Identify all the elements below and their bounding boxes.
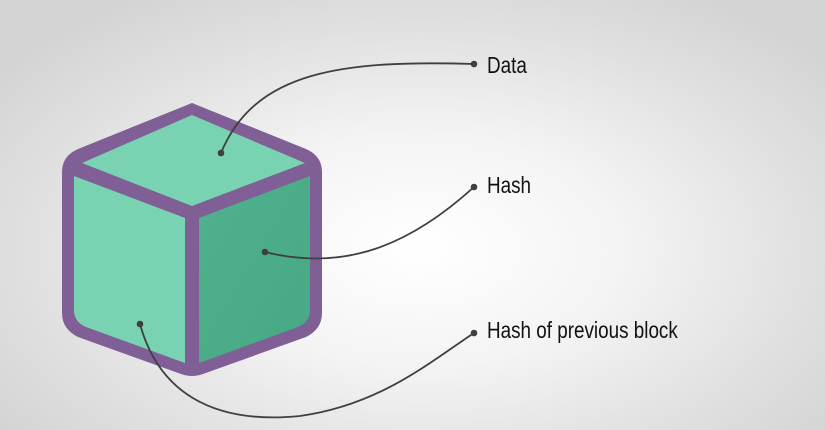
connector-hash-start-dot — [261, 248, 269, 256]
cube-icon — [62, 103, 322, 376]
label-data: Data — [487, 52, 527, 78]
connector-prev-hash — [136, 320, 478, 419]
connector-data-start-dot — [217, 149, 225, 157]
connector-data — [217, 60, 478, 157]
cube-left-face — [74, 176, 185, 363]
cube-top-face — [82, 115, 305, 206]
label-hash: Hash — [487, 172, 532, 198]
connector-prev-hash-end-dot — [470, 329, 478, 337]
label-hash-of-previous-block: Hash of previous block — [487, 317, 678, 343]
cube-right-face — [199, 176, 310, 363]
connector-hash — [261, 183, 478, 260]
connector-hash-end-dot — [470, 183, 478, 191]
connector-data-end-dot — [470, 60, 478, 68]
connector-prev-hash-start-dot — [136, 320, 144, 328]
